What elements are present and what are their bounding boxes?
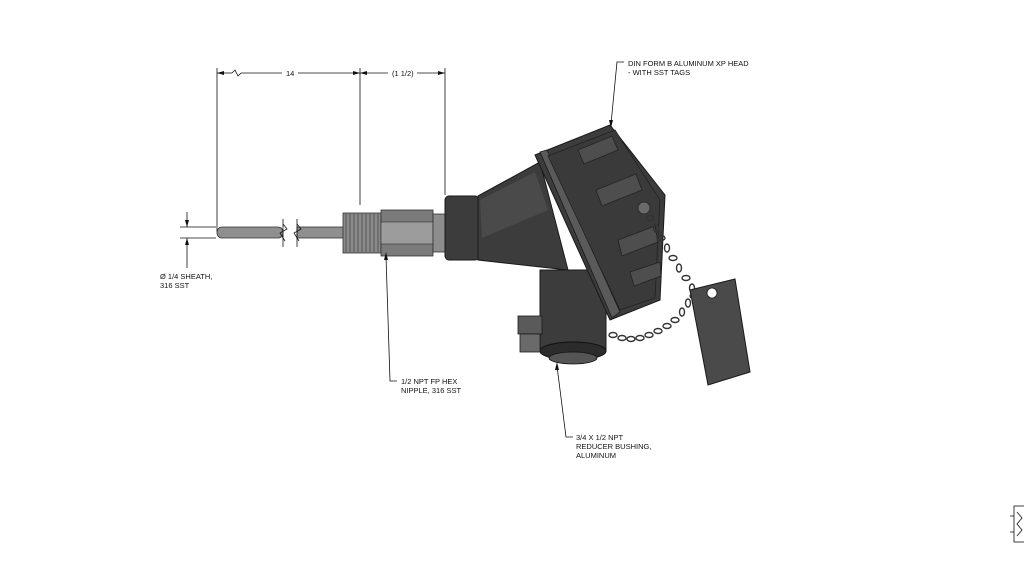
wiring-symbol <box>1010 505 1024 543</box>
dimension-probe-length: 14 <box>216 68 361 232</box>
dimension-thread-length: (1 1/2) <box>360 68 446 195</box>
npt-thread <box>342 212 382 254</box>
head-callout-line2: - WITH SST TAGS <box>628 68 690 77</box>
leader-nipple <box>384 252 397 382</box>
leader-bushing <box>555 362 573 438</box>
nipple-callout-line1: 1/2 NPT FP HEX <box>401 377 457 386</box>
nipple-callout-line2: NIPPLE, 316 SST <box>401 386 461 395</box>
reducer-bushing <box>517 269 607 365</box>
head-neck <box>444 161 569 271</box>
sst-tag <box>689 278 751 386</box>
probe-length-label: 14 <box>286 69 294 78</box>
hex-nipple <box>380 209 446 257</box>
bushing-callout-line2: REDUCER BUSHING, <box>576 442 651 451</box>
bushing-callout-line1: 3/4 X 1/2 NPT <box>576 433 624 442</box>
head-callout-line1: DIN FORM B ALUMINUM XP HEAD <box>628 59 749 68</box>
leader-head <box>609 61 624 128</box>
dimension-sheath-diameter <box>180 212 216 268</box>
xp-head <box>534 124 666 321</box>
probe-sheath <box>216 219 346 247</box>
sheath-callout-line2: 316 SST <box>160 281 190 290</box>
bushing-callout-line3: ALUMINUM <box>576 451 616 460</box>
sheath-callout-line1: Ø 1/4 SHEATH, <box>160 272 212 281</box>
thread-length-label: (1 1/2) <box>392 69 414 78</box>
